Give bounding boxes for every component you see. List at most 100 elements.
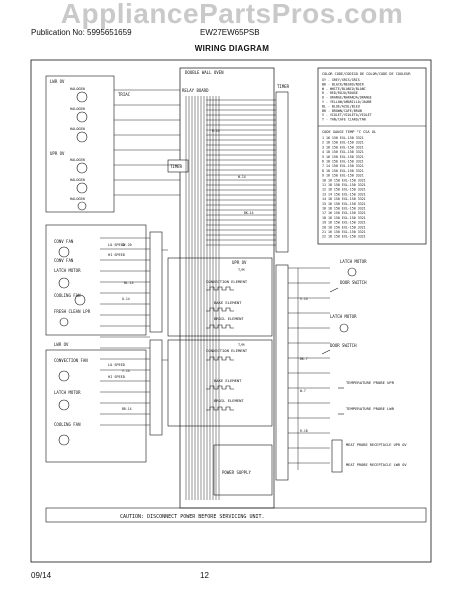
cooling-fan-motor-2 (58, 434, 70, 446)
wire-tag: GY-20 (122, 243, 132, 247)
caution-box (45, 507, 427, 523)
wire-table-row: 3 18 150 EXL-150 3321 (322, 145, 364, 149)
broil-element-label-2: BROIL ELEMENT (214, 398, 244, 403)
cooling-fan-label-1: COOLING FAN (54, 293, 81, 298)
convection-element-2 (206, 356, 234, 361)
svg-text:HALOGEN: HALOGEN (70, 87, 85, 91)
halogen-lamp: HALOGEN (70, 178, 88, 194)
wire-tag: W-7 (300, 389, 306, 393)
wire-tags: R-14W-14BK-14GY-20BL-14O-14Y-14BR-14V-14… (122, 129, 308, 433)
lwr-ov-top-label: LWR OV (50, 79, 65, 84)
timer-box-label: TIMER (170, 164, 183, 169)
hi-speed-label-2: HI SPEED (108, 375, 125, 379)
svg-text:HALOGEN: HALOGEN (70, 178, 85, 182)
latch-motor-2 (58, 399, 70, 411)
wire-table-row: 14 18 150 EXL-150 3321 (322, 197, 366, 201)
halogen-lamp: HALOGEN (70, 87, 88, 103)
temp-probe-upr-label: TEMPERATURE PROBE UPR (346, 380, 395, 385)
bake-element-label-1: BAKE ELEMENT (214, 300, 242, 305)
broil-element-2 (206, 406, 234, 411)
halogen-lamp: HALOGEN (70, 158, 88, 174)
door-switch-upper (329, 287, 339, 293)
halogen-lamp: HALOGEN (70, 197, 87, 211)
wire-table-row: 6 18 150 EXL-150 3321 (322, 160, 364, 164)
connector-j4 (149, 339, 163, 436)
wire-tag: BK-7 (300, 357, 308, 361)
wire-tag: V-14 (300, 297, 308, 301)
legend-box (317, 67, 427, 245)
door-switch-upper-label: DOOR SWITCH (340, 280, 367, 285)
cooling-fan-label-2: COOLING FAN (54, 422, 81, 427)
broil-element-1 (206, 324, 234, 329)
meat-probe-lwr-label: MEAT PROBE RECEPTACLE LWR OV (346, 463, 407, 467)
color-code-entry: W - WHITE/BLANCO/BLANC (322, 87, 366, 91)
conv-fan-motor (58, 246, 70, 258)
page-title: WIRING DIAGRAM (194, 44, 270, 53)
wire-table-row: 5 16 150 EXL-150 3321 (322, 155, 364, 159)
upr-ov-right-label: UPR OV (232, 260, 247, 265)
color-code-header: COLOR CODE/CODIGO DE COLOR/CODE DE COULE… (322, 72, 411, 76)
color-code-entry: O - ORANGE/NARANJA/ORANGE (322, 96, 372, 100)
wire-table-row: 10 16 150 EXL-150 3321 (322, 178, 366, 182)
color-code-entry: BK - BLACK/NEGRO/NOIR (322, 82, 364, 86)
broil-element-label-1: BROIL ELEMENT (214, 316, 244, 321)
color-code-entry: BR - BROWN/CAFE/BRUN (322, 109, 362, 113)
latch-motor-upper-label: LATCH MOTOR (340, 259, 367, 264)
latch-motor-upper (347, 267, 357, 277)
lo-speed-label-2: LO SPEED (108, 363, 125, 367)
wire-table-row: 12 16 150 EXL-150 3321 (322, 188, 366, 192)
svg-text:HALOGEN: HALOGEN (70, 127, 85, 131)
door-switch-lower-label: DOOR SWITCH (330, 343, 357, 348)
timer-label: TIMER (277, 84, 290, 89)
upper-motor-group-box (45, 224, 147, 336)
lwr-ov-mid-label: LWR OV (54, 342, 69, 347)
svg-text:HALOGEN: HALOGEN (70, 107, 85, 111)
halogen-lamp: HALOGEN (70, 127, 88, 143)
color-code-entry: GY - GREY/GRIS/GRIS (322, 78, 360, 82)
convection-element-label-2: CONVECTION ELEMENT (206, 348, 248, 353)
lo-speed-label-1: LO SPEED (108, 243, 125, 247)
wire-table-row: 11 18 150 EXL-150 3321 (322, 183, 366, 187)
color-code-entry: BL - BLUE/AZUL/BLEU (322, 104, 360, 108)
color-code-entry: Y - YELLOW/AMARILLO/JAUNE (322, 100, 372, 104)
wire-table-row: 17 16 150 EXL-150 3321 (322, 211, 366, 215)
wire-table-row: 21 16 150 EXL-150 3321 (322, 230, 366, 234)
wire-table-row: 7 14 150 EXL-150 3321 (322, 164, 364, 168)
svg-text:HALOGEN: HALOGEN (70, 197, 85, 201)
harness-connector-p1 (275, 91, 289, 253)
lower-element-box (167, 339, 273, 427)
latch-motor-lower (339, 323, 349, 333)
wire-table-row: 18 18 150 EXL-150 3321 (322, 216, 366, 220)
control-board-outline (179, 67, 275, 509)
convection-fan-label: CONVECTION FAN (54, 358, 88, 363)
wire-table-row: 22 18 150 EXL-150 3321 (322, 235, 366, 239)
wire-table-row: 1 16 150 EXL-150 3321 (322, 136, 364, 140)
wire-tag: BR-14 (122, 407, 132, 411)
bake-element-2 (206, 385, 234, 390)
power-supply-label: POWER SUPPLY (222, 470, 251, 475)
upr-ov-label: UPR OV (50, 151, 65, 156)
lower-motor-group-box (45, 349, 147, 463)
bake-element-1 (206, 307, 234, 312)
wire-table-row: 9 16 150 EXL-150 3321 (322, 174, 364, 178)
svg-text:HALOGEN: HALOGEN (70, 158, 85, 162)
watermark: AppliancePartsPros.com (60, 0, 404, 29)
hi-speed-label-1: HI SPEED (108, 253, 125, 257)
footer-page-number: 12 (200, 571, 209, 580)
wire-table-row: 4 18 150 EXL-150 3321 (322, 150, 364, 154)
model-number: EW27EW65PSB (200, 28, 260, 37)
diagram-border (30, 59, 432, 563)
bake-element-label-2: BAKE ELEMENT (214, 378, 242, 383)
halogen-lamps: HALOGEN HALOGEN HALOGEN HALOGEN HALOGEN … (70, 87, 88, 211)
wire-table-row: 15 16 150 EXL-150 3321 (322, 202, 366, 206)
relay-board-label: RELAY BOARD (182, 88, 209, 93)
publication-number: Publication No: 5995651659 (31, 28, 132, 37)
upper-element-box (167, 257, 273, 337)
wire-tag: BL-14 (124, 281, 134, 285)
triac-label: TRIAC (118, 92, 131, 97)
footer-date: 09/14 (31, 571, 52, 580)
latch-motor-lower-label: LATCH MOTOR (330, 314, 357, 319)
wire-table-row: 19 16 150 EXL-150 3321 (322, 221, 366, 225)
color-code-entry: V - VIOLET/VIOLETA/VIOLET (322, 113, 372, 117)
